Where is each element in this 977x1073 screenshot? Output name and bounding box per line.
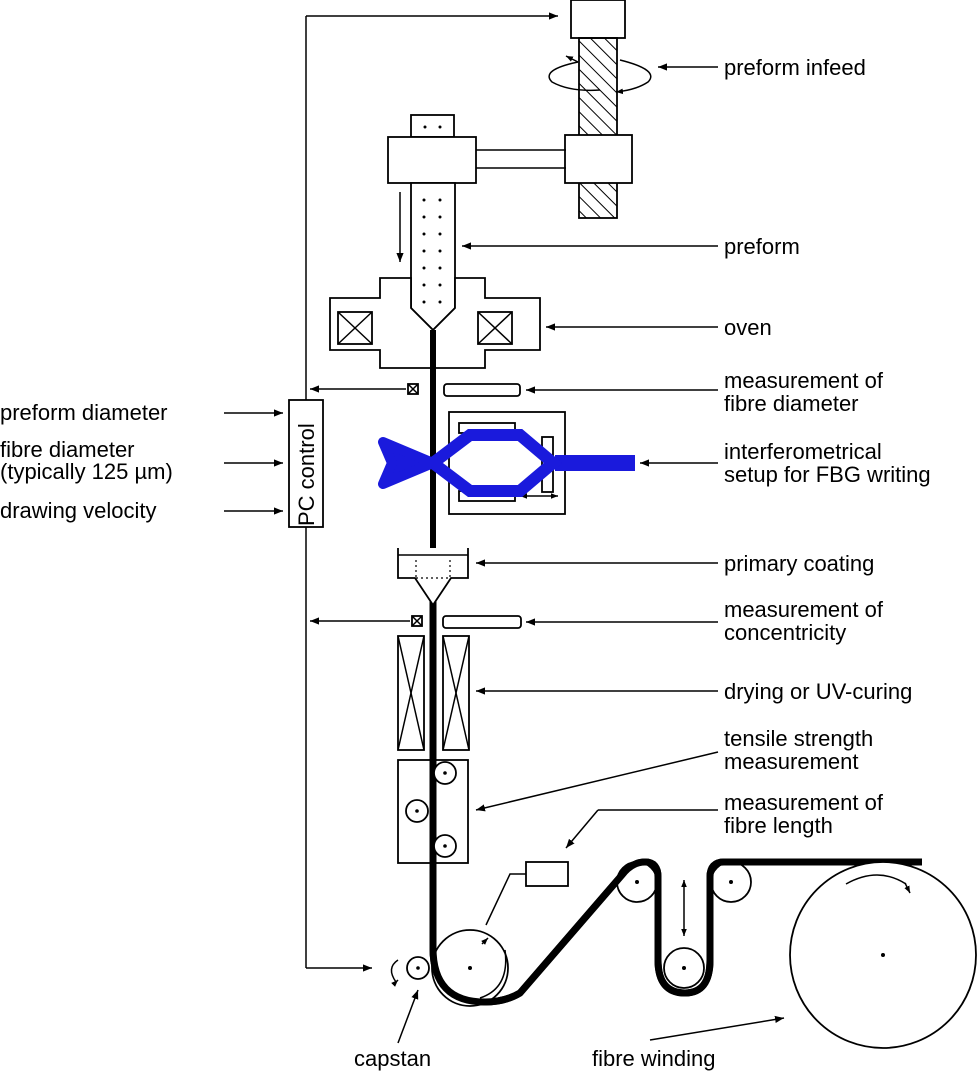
preform-dot	[438, 266, 442, 270]
input-fibre-diameter-1: fibre diameter	[0, 437, 135, 462]
oven	[329, 277, 541, 369]
label-tensile-2: measurement	[724, 749, 859, 774]
preform	[410, 182, 456, 332]
input-drawing-velocity: drawing velocity	[0, 498, 157, 523]
preform-dot	[438, 215, 442, 219]
concentricity-gauge	[310, 615, 522, 629]
preform-dot	[438, 300, 442, 304]
label-interferometrical-2: setup for FBG writing	[724, 462, 931, 487]
preform-dot	[422, 283, 426, 287]
preform-infeed-assembly	[476, 0, 652, 219]
tensile-strength-unit	[397, 759, 469, 864]
fibre-diameter-gauge	[310, 383, 521, 397]
laser-beam	[378, 429, 635, 497]
pc-control-loop	[305, 12, 558, 972]
label-measurement-concentricity-1: measurement of	[724, 597, 884, 622]
capstan	[390, 956, 430, 987]
label-capstan: capstan	[354, 1046, 431, 1071]
preform-dot	[438, 283, 442, 287]
preform-dot	[422, 198, 426, 202]
preform-dot	[422, 266, 426, 270]
preform-dot	[438, 198, 442, 202]
label-drying: drying or UV-curing	[724, 679, 912, 704]
preform-dot	[422, 215, 426, 219]
winding-drum	[789, 861, 977, 1049]
label-preform-infeed: preform infeed	[724, 55, 866, 80]
label-fibre-winding: fibre winding	[592, 1046, 716, 1071]
preform-dot	[422, 232, 426, 236]
label-fibre-length-2: fibre length	[724, 813, 833, 838]
preform-dot	[438, 249, 442, 253]
preform-holder	[387, 114, 477, 184]
label-preform: preform	[724, 234, 800, 259]
uv-curing-unit	[397, 635, 470, 751]
label-tensile-1: tensile strength	[724, 726, 873, 751]
label-oven: oven	[724, 315, 772, 340]
label-primary-coating: primary coating	[724, 551, 874, 576]
primary-coating-cup	[397, 548, 469, 607]
input-fibre-diameter-2: (typically 125 µm)	[0, 459, 173, 484]
pc-control-box: PC control	[288, 399, 324, 528]
preform-dot	[422, 300, 426, 304]
label-interferometrical-1: interferometrical	[724, 439, 882, 464]
interferometrical-setup	[378, 411, 635, 515]
preform-dot	[422, 249, 426, 253]
label-measurement-fibre-diameter-1: measurement of	[724, 368, 884, 393]
input-preform-diameter: preform diameter	[0, 400, 168, 425]
label-measurement-concentricity-2: concentricity	[724, 620, 846, 645]
length-measurement-wheel	[431, 861, 569, 1007]
label-fibre-length-1: measurement of	[724, 790, 884, 815]
label-measurement-fibre-diameter-2: fibre diameter	[724, 391, 859, 416]
preform-dot	[438, 232, 442, 236]
dancer-pulleys	[429, 858, 922, 1006]
pc-control-label: PC control	[294, 423, 319, 526]
